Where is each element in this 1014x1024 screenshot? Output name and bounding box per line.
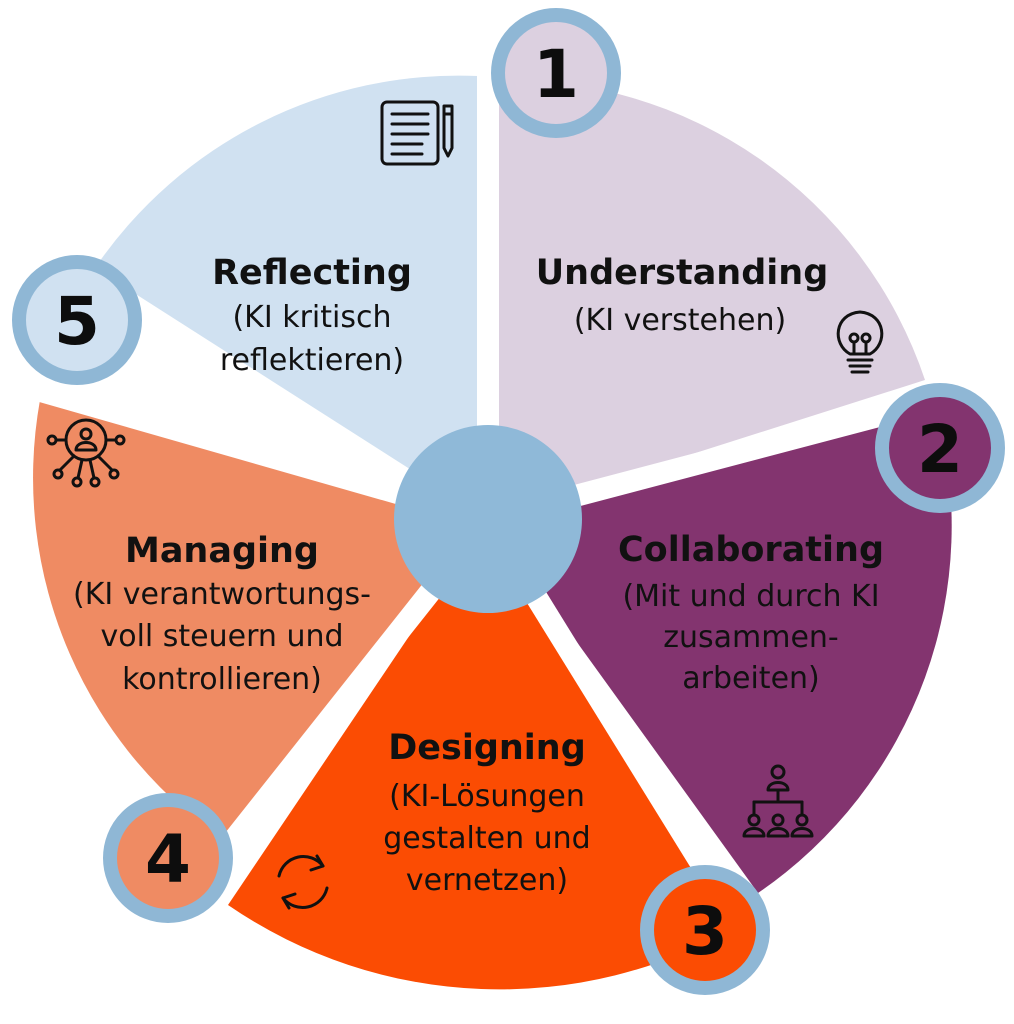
label-designing: Designing (KI-Lösungen gestalten und ver… <box>383 728 590 898</box>
badge-4: 4 <box>103 793 233 923</box>
person-network-icon <box>46 418 126 488</box>
segment-title: Understanding <box>536 253 829 293</box>
segment-subtitle-line: voll steuern und <box>100 619 343 654</box>
badge-circle <box>491 8 621 138</box>
segment-title: Reflecting <box>212 253 412 293</box>
segment-subtitle-line: (KI-Lösungen <box>389 779 585 814</box>
badge-circle <box>103 793 233 923</box>
segment-subtitle-line: (KI verstehen) <box>574 303 786 338</box>
segment-designing <box>228 519 740 990</box>
segment-title: Managing <box>125 531 319 571</box>
badge-number: 3 <box>682 893 728 970</box>
segment-subtitle-line: zusammen- <box>663 620 839 655</box>
badge-5: 5 <box>12 255 142 385</box>
badge-number: 4 <box>145 821 191 898</box>
badge-number: 5 <box>54 283 100 360</box>
badge-circle <box>640 865 770 995</box>
team-hierarchy-icon <box>742 764 814 838</box>
segment-managing <box>33 400 488 848</box>
refresh-cycle-icon <box>277 854 329 910</box>
label-reflecting: Reflecting (KI kritisch reflektieren) <box>212 253 412 378</box>
segment-subtitle-line: reflektieren) <box>220 343 404 378</box>
label-understanding: Understanding (KI verstehen) <box>536 253 829 338</box>
lightbulb-icon <box>836 310 884 374</box>
badge-3: 3 <box>640 865 770 995</box>
segment-title: Designing <box>388 728 586 768</box>
segment-reflecting <box>95 75 488 519</box>
segment-subtitle-line: gestalten und <box>383 821 590 856</box>
badge-number: 1 <box>533 36 579 113</box>
label-collaborating: Collaborating (Mit und durch KI zusammen… <box>618 530 884 696</box>
badge-circle <box>12 255 142 385</box>
label-managing: Managing (KI verantwortungs- voll steuer… <box>73 531 371 697</box>
badge-circle <box>875 383 1005 513</box>
segment-understanding <box>488 79 925 519</box>
segment-subtitle-line: kontrollieren) <box>122 662 322 697</box>
badge-number: 2 <box>917 411 963 488</box>
segment-subtitle-line: arbeiten) <box>682 661 820 696</box>
center-hub <box>394 425 582 613</box>
badge-1: 1 <box>491 8 621 138</box>
segment-subtitle-line: (KI verantwortungs- <box>73 577 371 612</box>
segment-title: Collaborating <box>618 530 884 570</box>
segment-collaborating <box>488 405 952 893</box>
segment-subtitle-line: (KI kritisch <box>232 300 391 335</box>
segment-subtitle-line: (Mit und durch KI <box>622 579 879 614</box>
document-pencil-icon <box>380 100 454 166</box>
badge-2: 2 <box>875 383 1005 513</box>
segment-subtitle-line: vernetzen) <box>406 863 568 898</box>
